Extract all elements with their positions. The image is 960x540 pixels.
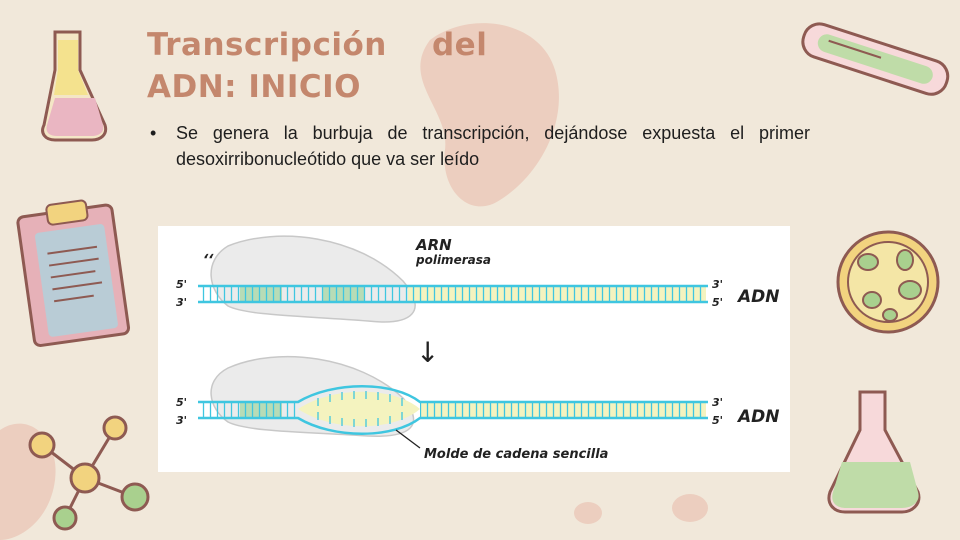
flask-icon-bottom (827, 390, 921, 514)
strand-bottom-upper (198, 385, 708, 404)
slide-title: Transcripción del ADN: INICIO (147, 24, 567, 108)
bullet-item: Se genera la burbuja de transcripción, d… (150, 120, 810, 172)
down-arrow-icon: ↓ (416, 336, 439, 369)
label-3-bottom-left: 3' (176, 414, 187, 427)
enzyme-label-line-1: ARN (415, 236, 452, 254)
template-pointer-line (395, 429, 421, 449)
base-ticks-bottom-left (200, 402, 298, 418)
rna-polymerase-shape-top (210, 235, 416, 323)
template-label: Molde de cadena sencilla (424, 447, 608, 462)
enzyme-label-line-2: polimerasa (415, 253, 491, 267)
pink-blob-bottom-right (672, 494, 708, 522)
base-ticks-top (200, 286, 706, 302)
transcription-diagram: ،، 5' 3' 3' 5' ARN polimerasa ADN ↓ (158, 226, 790, 472)
title-line-2: ADN: INICIO (147, 69, 362, 105)
label-3-top-right: 3' (712, 278, 723, 291)
open-strand-ticks (317, 391, 403, 427)
label-3-bottom-right: 3' (712, 396, 723, 409)
strand-label-bottom: ADN (736, 407, 780, 427)
flask-icon (41, 30, 108, 142)
pink-blob-bottom-mid (574, 502, 602, 524)
test-tube-icon (801, 22, 950, 96)
bullet-list: Se genera la burbuja de transcripción, d… (150, 120, 810, 172)
quote-mark: ،، (203, 243, 214, 262)
label-3-top-left: 3' (176, 296, 187, 309)
diagram-svg: ،، 5' 3' 3' 5' ARN polimerasa ADN ↓ (176, 235, 780, 462)
petri-dish-icon (836, 230, 940, 334)
clipboard-icon (16, 199, 131, 348)
base-ticks-bottom-right (420, 402, 706, 418)
molecule-icon (28, 415, 150, 531)
strand-bottom-lower (198, 416, 708, 435)
title-line-1: Transcripción del (147, 27, 488, 63)
label-5-top-right: 5' (712, 296, 723, 309)
label-5-bottom-left: 5' (176, 396, 187, 409)
label-5-top-left: 5' (176, 278, 187, 291)
strand-label-top: ADN (736, 287, 780, 307)
label-5-bottom-right: 5' (712, 414, 723, 427)
